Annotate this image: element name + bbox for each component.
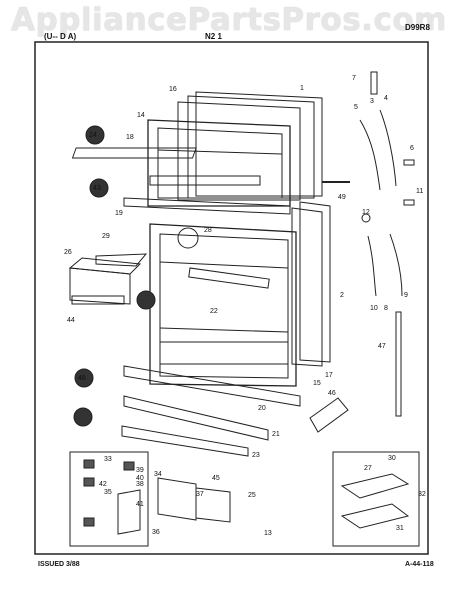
callout-22: 22 <box>210 308 218 315</box>
callout-1: 1 <box>300 85 304 92</box>
callout-18: 18 <box>126 134 134 141</box>
callout-14: 14 <box>137 112 145 119</box>
left-hardware-parts <box>83 459 141 535</box>
hardware-box-right <box>332 451 420 547</box>
callout-39: 39 <box>136 467 144 474</box>
callout-43: 43 <box>93 185 101 192</box>
plate-37 <box>195 487 231 523</box>
callout-8: 8 <box>384 305 388 312</box>
footer-page-ref: A-44-118 <box>405 561 434 568</box>
callout-26: 26 <box>64 249 72 256</box>
freezer-trim-19 <box>123 197 291 215</box>
header-model: D99R8 <box>405 23 430 32</box>
callout-labels: 1 2 3 4 5 6 7 8 9 10 11 12 13 14 15 16 1… <box>64 75 426 537</box>
callout-23: 23 <box>252 452 260 459</box>
callout-3: 3 <box>370 98 374 105</box>
door-bar-20 <box>123 365 301 407</box>
callout-29: 29 <box>102 233 110 240</box>
callout-10: 10 <box>370 305 378 312</box>
door-bar-21 <box>123 395 269 441</box>
callout-27: 27 <box>364 465 372 472</box>
callout-47: 47 <box>378 343 386 350</box>
callout-25: 25 <box>248 492 256 499</box>
callout-38: 38 <box>136 481 144 488</box>
callout-5: 5 <box>354 104 358 111</box>
callout-42: 42 <box>99 481 107 488</box>
door-bar-23 <box>121 425 249 457</box>
callout-19: 19 <box>115 210 123 217</box>
callout-7: 7 <box>352 75 356 82</box>
hinge-30 <box>340 473 410 499</box>
callout-44: 44 <box>67 317 75 324</box>
callout-12: 12 <box>362 209 370 216</box>
callout-45: 45 <box>212 475 220 482</box>
callout-46: 46 <box>328 390 336 397</box>
dairy-door-26 <box>68 257 142 305</box>
dairy-cover-29 <box>95 253 148 267</box>
callout-48: 48 <box>78 375 86 382</box>
fresh-food-door <box>149 201 331 387</box>
callout-9: 9 <box>404 292 408 299</box>
badge-24-low <box>73 407 93 427</box>
header-center-code: N2 1 <box>205 32 222 41</box>
callout-2: 2 <box>340 292 344 299</box>
callout-33: 33 <box>104 456 112 463</box>
callout-49: 49 <box>338 194 346 201</box>
watermark-text: AppliancePartsPros.com <box>11 2 447 38</box>
callout-31: 31 <box>396 525 404 532</box>
callout-15: 15 <box>313 380 321 387</box>
callout-34: 34 <box>154 471 162 478</box>
callout-20: 20 <box>258 405 266 412</box>
plate-36 <box>157 477 197 521</box>
callout-21: 21 <box>272 431 280 438</box>
badge-43 <box>89 178 109 198</box>
callout-16: 16 <box>169 86 177 93</box>
callout-40: 40 <box>136 475 144 482</box>
callout-28: 28 <box>204 227 212 234</box>
diagram-frame <box>34 41 429 555</box>
header-left-code: (U-- D A) <box>44 32 77 41</box>
badge-24-top <box>85 125 105 145</box>
callout-4: 4 <box>384 95 388 102</box>
callout-36: 36 <box>152 529 160 536</box>
hinge-cover-46 <box>309 397 349 433</box>
badge-24-mid <box>136 290 156 310</box>
badge-48 <box>74 368 94 388</box>
callout-6: 6 <box>410 145 414 152</box>
callout-32: 32 <box>418 491 426 498</box>
hinge-31 <box>340 503 410 529</box>
callout-30: 30 <box>388 455 396 462</box>
freezer-door <box>177 91 323 201</box>
callout-24a: 24 <box>89 132 97 139</box>
hinge-parts <box>359 71 415 417</box>
callout-17: 17 <box>325 372 333 379</box>
callout-35: 35 <box>104 489 112 496</box>
trim-44 <box>71 295 125 305</box>
hardware-box-left <box>69 451 149 547</box>
callout-41: 41 <box>136 501 144 508</box>
callout-11: 11 <box>416 188 423 195</box>
callout-37: 37 <box>196 491 204 498</box>
footer-issued: ISSUED 3/88 <box>38 561 80 568</box>
hinge-cap-28 <box>177 227 199 249</box>
callout-13: 13 <box>264 530 272 537</box>
